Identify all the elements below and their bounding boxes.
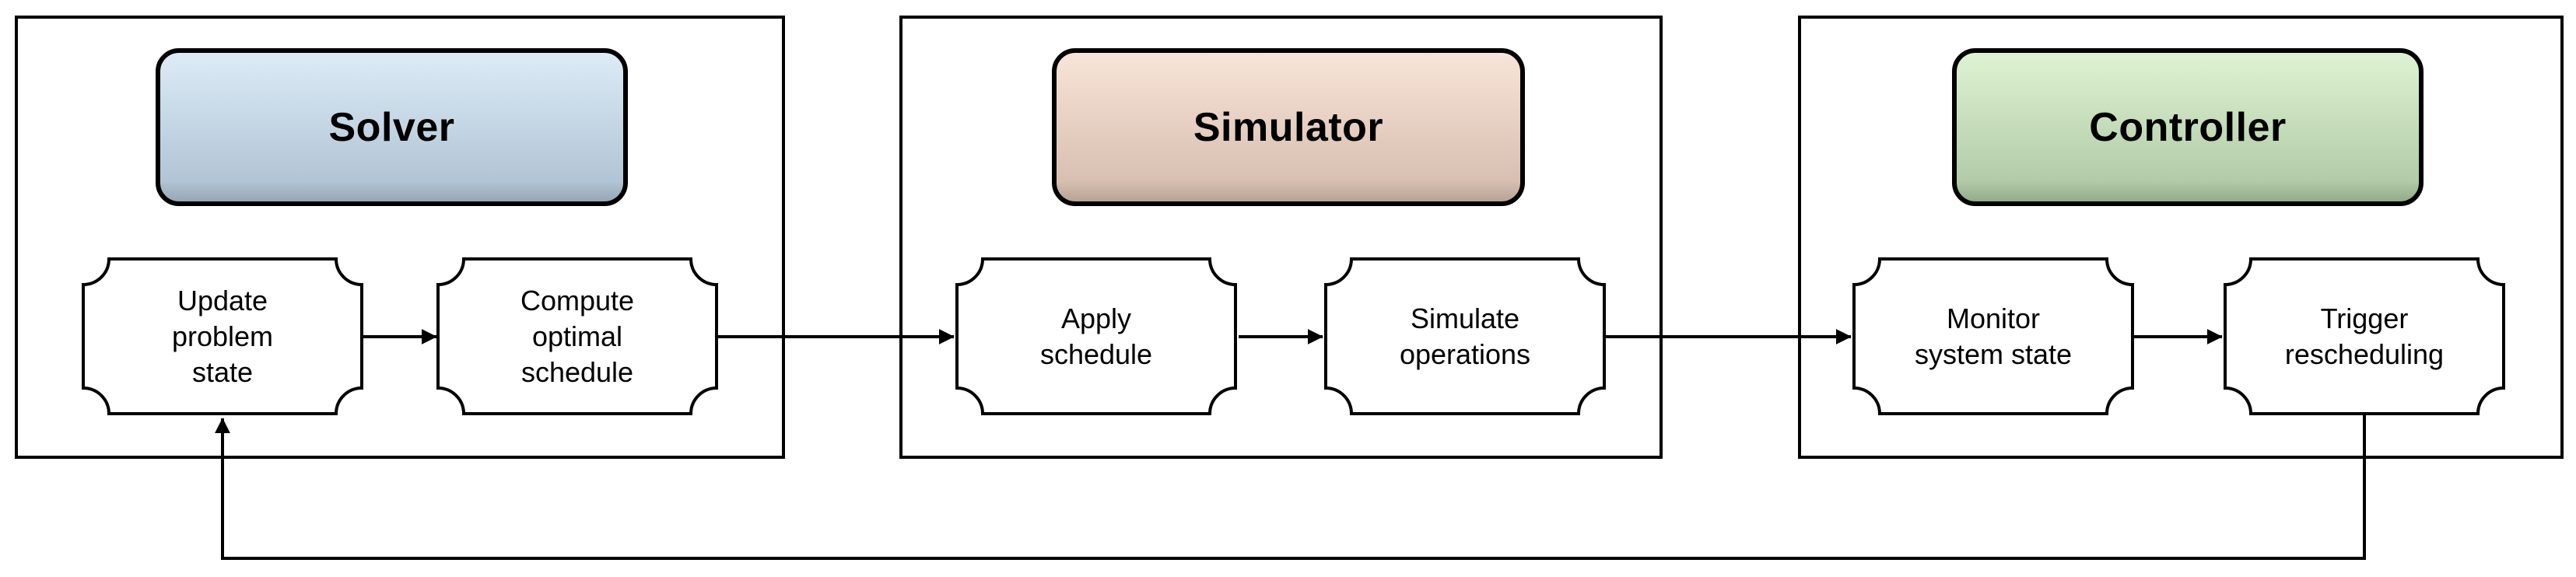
node-label: Update problem state [171,284,274,388]
node-label: Monitor system state [1914,302,2073,370]
controller-title: Controller [2089,104,2287,150]
plaque-shape [82,257,363,415]
controller-group-box [1798,16,2564,459]
plaque-shape [1852,257,2134,415]
node-update-problem-state: Update problem state [82,257,363,415]
simulator-title: Simulator [1193,104,1384,150]
node-label: Compute optimal schedule [520,284,635,388]
node-label: Apply schedule [1039,302,1153,370]
node-trigger-rescheduling: Trigger rescheduling [2224,257,2505,415]
plaque-shape [1324,257,1606,415]
solver-header: Solver [156,48,628,206]
plaque-shape [955,257,1237,415]
controller-header: Controller [1952,48,2424,206]
node-simulate-operations: Simulate operations [1324,257,1606,415]
simulator-header: Simulator [1052,48,1525,206]
plaque-shape [2224,257,2505,415]
solver-title: Solver [328,104,455,150]
node-monitor-system-state: Monitor system state [1852,257,2134,415]
plaque-shape [436,257,718,415]
arrow-feedback-trigger-to-update [215,414,2366,560]
node-label: Trigger rescheduling [2284,302,2445,370]
solver-group-box [15,16,785,459]
node-label: Simulate operations [1399,302,1531,370]
node-compute-optimal-schedule: Compute optimal schedule [436,257,718,415]
node-apply-schedule: Apply schedule [955,257,1237,415]
simulator-group-box [899,16,1663,459]
